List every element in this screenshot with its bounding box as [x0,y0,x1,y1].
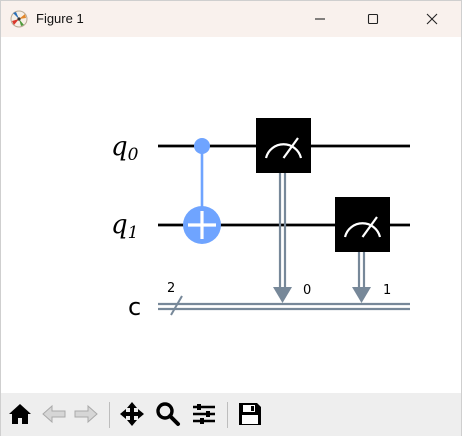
classical-register-width: 2 [167,281,175,296]
minimize-button[interactable] [297,1,343,37]
zoom-icon[interactable] [155,401,181,427]
qubit-1-label-index: 1 [128,223,139,243]
meter-1-icon [343,222,382,238]
toolbar-separator [109,402,110,428]
home-icon[interactable] [7,401,33,427]
matplotlib-icon [10,10,28,28]
window-title: Figure 1 [36,11,84,26]
qubit-1-label: q1 [111,210,138,243]
measure-0-bit-label: 0 [303,283,311,298]
measure-1-bit-label: 1 [383,283,391,298]
toolbar-separator [227,402,228,428]
qubit-1-label-letter: q [111,210,128,240]
meter-0-icon [264,143,303,159]
circuit-diagram: q0 q1 c 2 [111,118,410,321]
qubit-0-label: q0 [111,132,139,165]
qubit-0-label-letter: q [111,132,128,162]
title-bar[interactable]: Figure 1 [1,1,461,37]
back-icon[interactable] [41,401,67,427]
forward-icon[interactable] [73,401,99,427]
measure-0-box [256,118,311,173]
maximize-button[interactable] [350,1,396,37]
close-icon [426,13,438,25]
meter-1-needle [361,216,378,238]
maximize-icon [367,13,379,25]
cnot-control-dot [194,138,210,154]
measure-1-arrow [352,287,371,303]
pan-icon[interactable] [119,401,145,427]
minimize-icon [315,18,325,20]
configure-subplots-icon[interactable] [191,401,217,427]
save-icon[interactable] [237,401,263,427]
classical-register-label: c [128,293,141,321]
qubit-0-label-index: 0 [128,145,139,165]
navigation-toolbar [1,393,461,436]
measure-1-box [335,197,390,252]
classical-bundle-slash [170,295,183,316]
meter-0-needle [282,137,299,159]
figure-canvas[interactable]: q0 q1 c 2 [1,37,461,393]
close-button[interactable] [409,1,455,37]
measure-0-arrow [273,287,292,303]
